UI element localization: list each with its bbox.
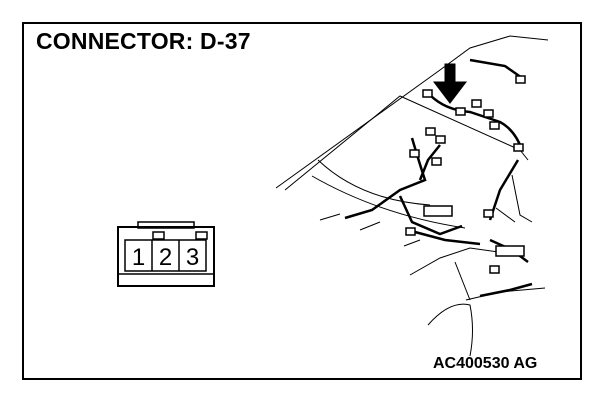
vehicle-outline <box>275 35 549 357</box>
harness-connector <box>471 99 482 108</box>
wiring-harness <box>344 58 533 298</box>
harness-connector <box>425 127 436 136</box>
harness-connector <box>409 149 420 158</box>
harness-connector <box>422 89 433 98</box>
diagram-frame <box>22 22 582 380</box>
harness-connector <box>483 109 494 118</box>
harness-dash-left <box>344 137 427 220</box>
harness-floor <box>479 282 533 298</box>
a-pillar <box>511 174 533 223</box>
harness-connector <box>455 107 466 116</box>
connector-housing <box>117 226 215 287</box>
harness-connector <box>513 143 524 152</box>
harness-connector-block <box>495 245 525 257</box>
harness-connector <box>483 209 494 218</box>
connector-top-ridge <box>137 221 195 229</box>
harness-connector <box>515 75 526 84</box>
door-edge <box>454 261 471 301</box>
fender-arch <box>427 303 473 357</box>
down-arrow-icon <box>432 63 468 104</box>
harness-connectors <box>405 75 526 274</box>
dash-detail-3 <box>403 239 421 247</box>
connector-latch-center <box>152 231 165 240</box>
harness-branch <box>418 144 441 181</box>
harness-pillar <box>488 159 520 221</box>
harness-connector <box>489 121 500 130</box>
harness-connector <box>431 157 442 166</box>
harness-dash-center <box>398 195 463 236</box>
dash-detail-1 <box>319 213 341 221</box>
connector-latch-right <box>195 231 208 240</box>
connector-pin-frame <box>124 239 207 272</box>
connector-face <box>117 221 215 287</box>
windshield-top <box>284 95 529 191</box>
dash-detail-2 <box>359 221 381 231</box>
connector-title: CONNECTOR: D-37 <box>36 28 251 54</box>
dash-curve <box>317 159 431 206</box>
pin-label-3: 3 <box>186 244 199 271</box>
windshield-bottom <box>311 175 466 229</box>
figure-code: AC400530 AG <box>433 355 538 372</box>
pin-label-1: 1 <box>132 244 145 271</box>
pillar-inner <box>495 207 516 223</box>
harness-connector <box>489 265 500 274</box>
harness-connector <box>435 135 446 144</box>
harness-dash-lower <box>414 230 481 246</box>
harness-connector <box>405 227 416 236</box>
roof-line <box>275 35 549 189</box>
door-line <box>409 247 521 276</box>
pin-label-2: 2 <box>159 244 172 271</box>
harness-connector-block <box>423 205 453 217</box>
